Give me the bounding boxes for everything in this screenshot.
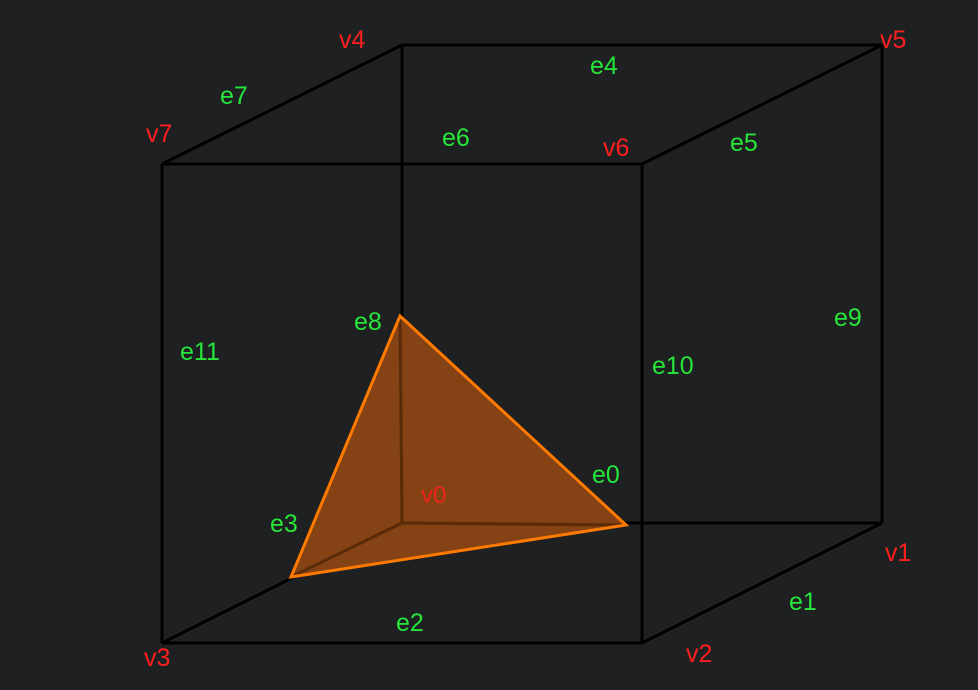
edge-label-e11: e11 bbox=[180, 338, 220, 366]
edge-label-e10: e10 bbox=[652, 352, 694, 380]
edge-e5-line bbox=[641, 43, 883, 166]
vertex-label-v7: v7 bbox=[146, 120, 172, 148]
vertex-labels: v4 v5 v7 v6 v1 v2 v3 v0 bbox=[144, 26, 911, 672]
vertex-label-v2: v2 bbox=[686, 640, 712, 668]
edge-label-e6: e6 bbox=[442, 124, 470, 152]
triangle-fill bbox=[291, 316, 626, 577]
edge-label-e9: e9 bbox=[834, 304, 862, 332]
edge-label-e0: e0 bbox=[592, 461, 620, 489]
triangle-inner-edge-c bbox=[290, 521, 403, 579]
triangle-inner-edge-b bbox=[401, 521, 627, 527]
triangle-inner-edge-a bbox=[398, 315, 404, 524]
triangle-surface bbox=[288, 313, 630, 579]
edge-label-e8: e8 bbox=[354, 308, 382, 336]
edge-label-e5: e5 bbox=[730, 129, 758, 157]
edge-e1-line bbox=[641, 521, 883, 645]
vertex-label-v6: v6 bbox=[603, 134, 629, 162]
triangle-outline bbox=[288, 313, 630, 579]
vertex-label-v0: v0 bbox=[421, 482, 446, 509]
edge-label-e2: e2 bbox=[396, 609, 424, 637]
edge-e7-line bbox=[161, 43, 403, 166]
edge-labels: e7 e4 e6 e5 e8 e9 e11 e10 e0 e3 e1 e2 bbox=[180, 52, 862, 637]
vertex-label-v3: v3 bbox=[144, 644, 170, 672]
cube-edges bbox=[160, 43, 884, 645]
vertex-label-v4: v4 bbox=[339, 26, 366, 54]
edge-label-e3: e3 bbox=[270, 510, 298, 538]
edge-label-e1: e1 bbox=[789, 588, 817, 616]
vertex-label-v5: v5 bbox=[880, 26, 906, 54]
edge-label-e4: e4 bbox=[590, 52, 618, 80]
edge-label-e7: e7 bbox=[220, 82, 248, 110]
vertex-label-v1: v1 bbox=[885, 539, 911, 567]
